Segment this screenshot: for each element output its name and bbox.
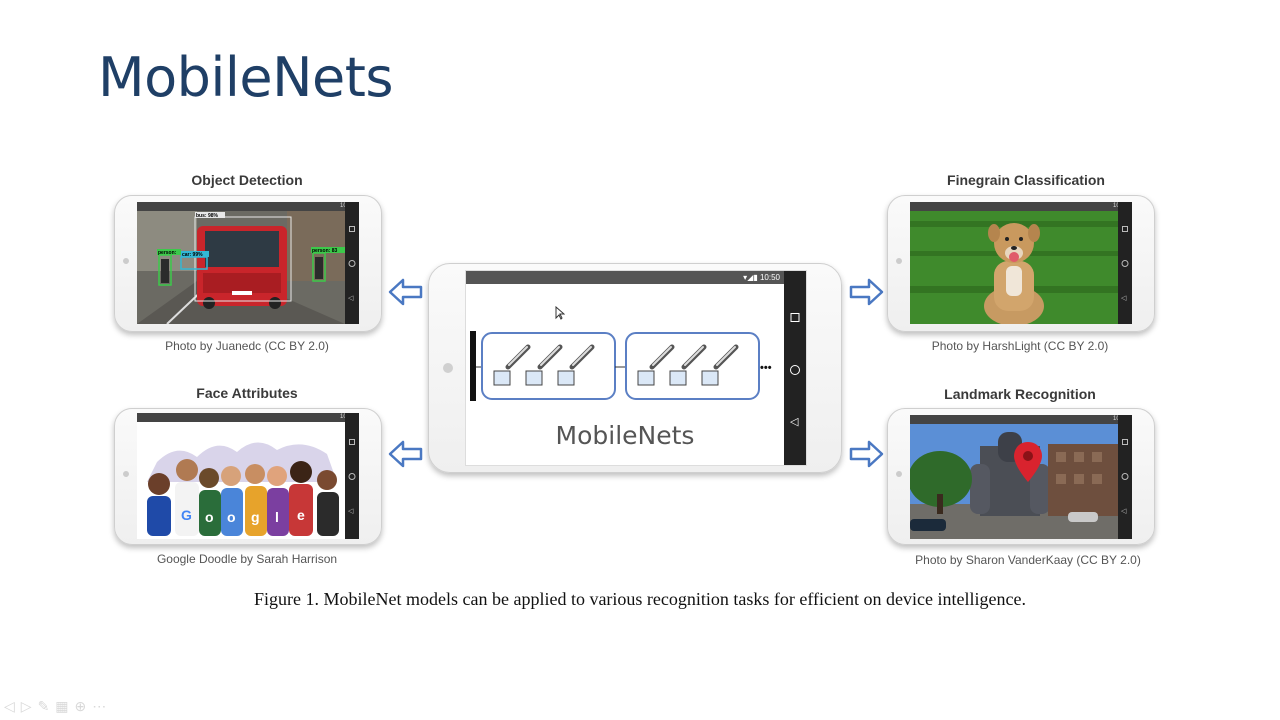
dog-photo	[910, 211, 1118, 324]
phone-camera-dot	[123, 258, 129, 264]
phone-nav-bar: ◁	[1118, 202, 1132, 324]
recent-apps-icon	[349, 439, 355, 445]
object-detection-screen: 10:50 bus: 98% person: car: 99%	[137, 202, 359, 324]
arrow-left-icon	[388, 278, 423, 306]
zoom-icon[interactable]: ⊕	[74, 698, 93, 714]
location-pin-icon	[1014, 442, 1042, 482]
status-bar: 10:50	[910, 202, 1132, 211]
face-attributes-screen: 10:50 G o o g l e	[137, 413, 359, 539]
previous-slide-icon[interactable]: ◁	[4, 698, 21, 714]
person2-box-label: person: 83	[312, 248, 338, 254]
back-icon: ◁	[1121, 508, 1127, 515]
next-slide-icon[interactable]: ▷	[20, 698, 38, 714]
doodle-image: G o o g l e	[137, 422, 345, 539]
doodle-letter: G	[181, 507, 192, 523]
finegrain-label: Finegrain Classification	[947, 172, 1105, 188]
finegrain-screen: 10:50 ◁	[910, 202, 1132, 324]
recent-apps-icon	[1122, 226, 1128, 232]
more-options-icon[interactable]: ⋯	[92, 698, 113, 714]
doodle-letter: o	[227, 509, 236, 525]
recent-apps-icon	[349, 226, 355, 232]
pen-icon[interactable]: ✎	[37, 698, 56, 714]
arrow-right-icon	[849, 440, 884, 468]
phone-camera-dot	[443, 363, 453, 373]
status-bar: 10:50	[137, 413, 359, 422]
landmark-phone: 10:50 ◁	[887, 408, 1155, 545]
phone-nav-bar: ◁	[1118, 415, 1132, 539]
phone-camera-dot	[896, 471, 902, 477]
slides-grid-icon[interactable]: ▦	[55, 698, 75, 714]
mouse-cursor-icon	[555, 306, 565, 320]
arrow-left-icon	[388, 440, 423, 468]
bus-box-label: bus: 98%	[196, 213, 219, 219]
center-phone: ▾◢▮ 10:50	[428, 263, 842, 473]
phone-camera-dot	[123, 471, 129, 477]
center-phone-label: MobileNets	[555, 421, 695, 450]
center-nav-bar: ◁	[784, 271, 806, 465]
home-icon	[1121, 473, 1129, 480]
landmark-label: Landmark Recognition	[944, 386, 1096, 402]
landmark-screen: 10:50 ◁	[910, 415, 1132, 539]
doodle-letter: l	[275, 509, 279, 525]
object-detection-credit: Photo by Juanedc (CC BY 2.0)	[165, 339, 329, 353]
doodle-letter: e	[297, 507, 305, 523]
phone-camera-dot	[896, 258, 902, 264]
arrow-right-icon	[849, 278, 884, 306]
recent-apps-icon	[790, 313, 800, 322]
bus-photo: bus: 98% person: car: 99% person: 83	[137, 211, 345, 324]
home-icon	[348, 260, 356, 267]
object-detection-label: Object Detection	[191, 172, 303, 188]
back-icon: ◁	[348, 508, 354, 515]
object-detection-phone: 10:50 bus: 98% person: car: 99%	[114, 195, 382, 332]
landmark-photo	[910, 424, 1118, 539]
back-icon: ◁	[348, 295, 354, 302]
doodle-letter: o	[205, 509, 214, 525]
center-screen: ▾◢▮ 10:50	[465, 270, 807, 466]
car-box-label: car: 99%	[182, 252, 203, 258]
home-icon	[790, 365, 800, 375]
face-attributes-credit: Google Doodle by Sarah Harrison	[156, 552, 338, 566]
face-attributes-phone: 10:50 G o o g l e	[114, 408, 382, 545]
slide-title: MobileNets	[98, 46, 394, 109]
input-bar	[470, 331, 476, 401]
face-attributes-label: Face Attributes	[196, 385, 298, 401]
back-icon: ◁	[790, 416, 799, 428]
home-icon	[1121, 260, 1129, 267]
recent-apps-icon	[1122, 439, 1128, 445]
home-icon	[348, 473, 356, 480]
doodle-letter: g	[251, 509, 260, 525]
back-icon: ◁	[1121, 295, 1127, 302]
landmark-credit: Photo by Sharon VanderKaay (CC BY 2.0)	[915, 553, 1141, 567]
phone-nav-bar: ◁	[345, 413, 359, 539]
network-blocks-diagram	[476, 332, 760, 400]
phone-nav-bar: ◁	[345, 202, 359, 324]
finegrain-credit: Photo by HarshLight (CC BY 2.0)	[931, 339, 1109, 353]
more-layers-ellipsis: •••	[760, 362, 772, 374]
person-box-label: person:	[158, 250, 177, 256]
figure-caption: Figure 1. MobileNet models can be applie…	[254, 589, 1026, 609]
finegrain-phone: 10:50 ◁	[887, 195, 1155, 332]
presentation-toolbar[interactable]: ◁▷✎▦⊕⋯	[4, 698, 112, 715]
status-bar: 10:50	[137, 202, 359, 211]
status-bar: 10:50	[910, 415, 1132, 424]
center-status-bar: ▾◢▮ 10:50	[466, 271, 784, 284]
